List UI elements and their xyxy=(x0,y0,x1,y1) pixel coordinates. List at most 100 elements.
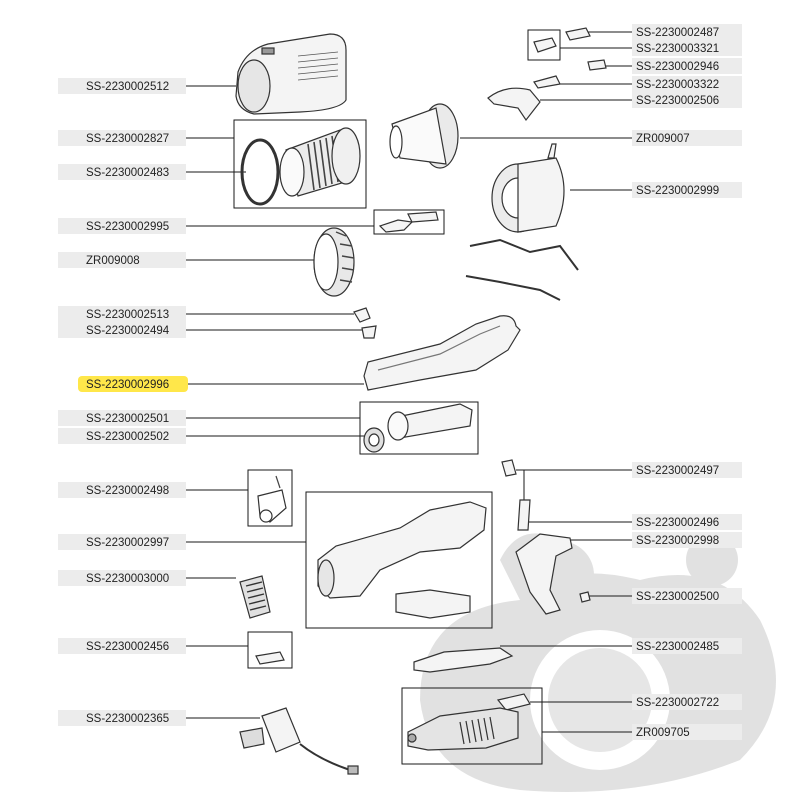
part-number-text: SS-2230002999 xyxy=(636,185,719,197)
part-number-text: ZR009008 xyxy=(86,255,140,267)
charging-base-part xyxy=(413,647,514,673)
callout-label-ss-2230002456: SS-2230002456 xyxy=(58,638,186,654)
part-number-text: SS-2230002998 xyxy=(636,535,719,547)
part-number-text: SS-2230002512 xyxy=(86,81,169,93)
label-band xyxy=(632,58,742,74)
callout-label-ss-2230002827: SS-2230002827 xyxy=(58,130,186,146)
pre-filter-part xyxy=(389,103,459,169)
callout-label-ss-2230002996: SS-2230002996 xyxy=(78,376,188,392)
callout-label-ss-2230002946: SS-2230002946 xyxy=(632,58,742,74)
label-band xyxy=(58,570,186,586)
handle-top-part xyxy=(363,315,521,391)
part-number-text: SS-2230002365 xyxy=(86,713,169,725)
callout-label-ss-2230002502: SS-2230002502 xyxy=(58,428,186,444)
bracket-box xyxy=(373,209,445,235)
part-number-text: SS-2230002502 xyxy=(86,431,169,443)
top-clip-box xyxy=(527,29,561,61)
part-number-text: SS-2230002997 xyxy=(86,537,169,549)
top-clips-part xyxy=(533,27,607,89)
callout-label-ss-2230002494: SS-2230002494 xyxy=(58,322,186,338)
label-band xyxy=(58,428,186,444)
label-band xyxy=(632,130,742,146)
callout-label-ss-2230002498: SS-2230002498 xyxy=(58,482,186,498)
part-number-text: SS-2230003321 xyxy=(636,43,719,55)
label-band xyxy=(58,322,186,338)
part-number-text: SS-2230002494 xyxy=(86,325,170,337)
callout-label-ss-2230002496: SS-2230002496 xyxy=(632,514,742,530)
label-band xyxy=(632,182,742,198)
part-number-text: SS-2230002483 xyxy=(86,167,169,179)
part-drawings xyxy=(235,27,607,775)
highlight-band xyxy=(78,376,188,392)
part-number-text: ZR009705 xyxy=(636,727,690,739)
part-number-text: SS-2230002506 xyxy=(636,95,719,107)
label-band xyxy=(632,24,742,40)
label-band xyxy=(58,710,186,726)
label-band xyxy=(58,638,186,654)
battery-group-box xyxy=(401,687,543,765)
motor-cover-part xyxy=(487,87,541,122)
part-number-text: SS-2230002498 xyxy=(86,485,169,497)
left-leader-lines xyxy=(186,85,374,719)
callout-label-ss-2230002487: SS-2230002487 xyxy=(632,24,742,40)
brush-part xyxy=(239,575,271,619)
switch-part xyxy=(257,475,287,523)
callout-label-ss-2230002500: SS-2230002500 xyxy=(632,588,742,604)
callout-label-ss-2230002513: SS-2230002513 xyxy=(58,306,186,322)
battery-part xyxy=(407,707,519,751)
label-band xyxy=(58,252,186,268)
dust-bin-cover-part xyxy=(235,33,347,115)
contact-part xyxy=(501,459,517,477)
handle-cover-part xyxy=(515,533,573,615)
part-number-text: SS-2230002996 xyxy=(86,379,169,391)
cyclone-group-box xyxy=(359,401,479,455)
cyclone-part xyxy=(363,403,473,453)
callout-label-ss-2230002506: SS-2230002506 xyxy=(632,92,742,108)
label-band xyxy=(632,638,742,654)
label-band xyxy=(632,92,742,108)
callout-label-ss-2230002501: SS-2230002501 xyxy=(58,410,186,426)
part-number-text: SS-2230002501 xyxy=(86,413,169,425)
label-band xyxy=(58,218,186,234)
label-band xyxy=(632,532,742,548)
part-number-text: SS-2230002946 xyxy=(636,61,719,73)
callout-label-ss-2230002497: SS-2230002497 xyxy=(632,462,742,478)
label-band xyxy=(632,694,742,710)
spring-part xyxy=(517,499,531,531)
part-number-text: SS-2230002500 xyxy=(636,591,719,603)
label-band xyxy=(632,514,742,530)
body-housing-part xyxy=(317,501,487,619)
part-number-text: SS-2230003322 xyxy=(636,79,719,91)
screws-group-box xyxy=(247,631,293,669)
part-number-text: SS-2230002487 xyxy=(636,27,719,39)
callout-label-ss-2230003000: SS-2230003000 xyxy=(58,570,186,586)
right-leader-lines xyxy=(460,31,632,733)
small-bracket-part xyxy=(378,211,439,233)
label-band xyxy=(632,76,742,92)
callout-label-ss-2230002997: SS-2230002997 xyxy=(58,534,186,550)
callout-label-zr009008: ZR009008 xyxy=(58,252,186,268)
label-band xyxy=(58,482,186,498)
switch-group-box xyxy=(247,469,293,527)
latch-part xyxy=(496,693,531,711)
filter-group-box xyxy=(233,119,367,209)
charger-part xyxy=(239,707,359,775)
callout-label-ss-2230002365: SS-2230002365 xyxy=(58,710,186,726)
callout-label-ss-2230002995: SS-2230002995 xyxy=(58,218,186,234)
callout-label-ss-2230003322: SS-2230003322 xyxy=(632,76,742,92)
label-band xyxy=(632,588,742,604)
round-filter-part xyxy=(313,227,355,297)
callout-label-ss-2230002512: SS-2230002512 xyxy=(58,78,186,94)
callout-label-ss-2230002998: SS-2230002998 xyxy=(632,532,742,548)
label-band xyxy=(58,130,186,146)
label-band xyxy=(58,164,186,180)
part-number-text: SS-2230002995 xyxy=(86,221,169,233)
release-clip-part xyxy=(353,307,371,323)
label-band xyxy=(632,724,742,740)
part-number-text: SS-2230002496 xyxy=(636,517,719,529)
right-callout-labels: SS-2230002487SS-2230003321SS-2230002946S… xyxy=(632,24,742,740)
part-number-text: SS-2230002513 xyxy=(86,309,169,321)
label-band xyxy=(58,306,186,322)
part-number-text: SS-2230003000 xyxy=(86,573,169,585)
